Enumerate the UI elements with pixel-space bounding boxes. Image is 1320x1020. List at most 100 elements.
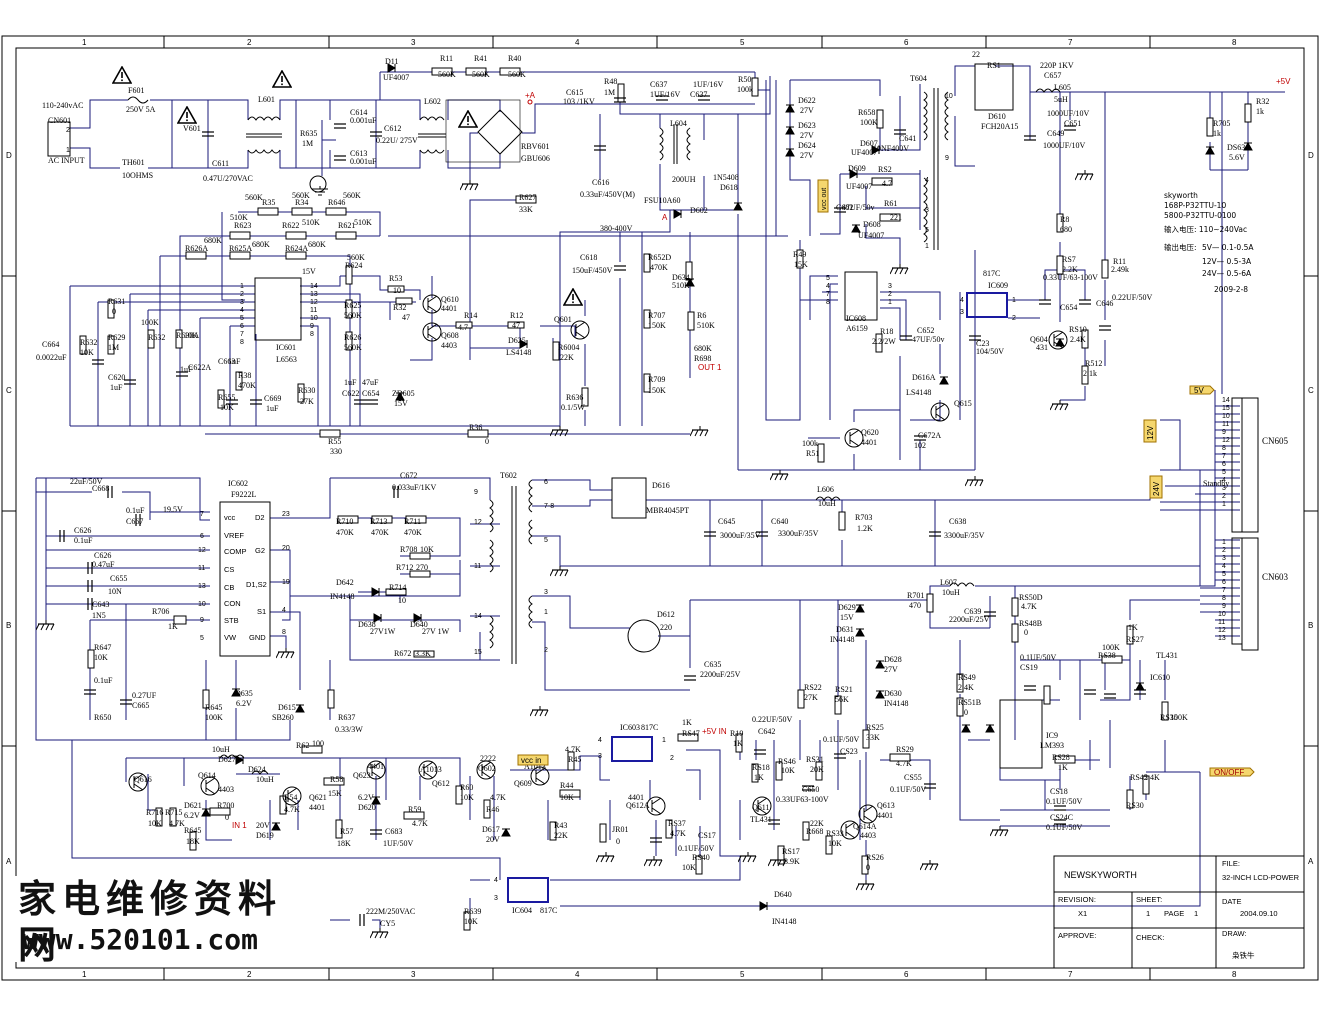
resistor-body	[876, 109, 884, 129]
svg-text:6: 6	[1222, 461, 1226, 468]
component-label: 817C	[983, 269, 1000, 278]
component-label: RS45	[1130, 773, 1148, 782]
component-label: R714	[389, 583, 406, 592]
component-label: R712	[396, 563, 413, 572]
component-label: L605	[1054, 83, 1071, 92]
component-label: V601	[183, 124, 201, 133]
component-label: R11	[440, 54, 453, 63]
watermark: 家电维修资料网 www.520101.com	[8, 876, 286, 967]
transistor-lead	[651, 807, 662, 815]
svg-text:8: 8	[282, 629, 286, 636]
net-tags: 5V 12V 24V ON/OFF vcc in vcc out +5V +5V…	[232, 77, 1291, 830]
component-label: 10uH	[818, 499, 836, 508]
component-label: 15K	[328, 789, 342, 798]
transistor-lead	[481, 771, 492, 779]
resistor-body	[1126, 625, 1134, 645]
component-label: D622	[798, 96, 816, 105]
component-label: 0.033uF/1KV	[392, 483, 436, 492]
component-label: 4403	[860, 831, 876, 840]
component-label: 22uF/50V	[70, 477, 103, 486]
component-label: R655	[218, 393, 235, 402]
svg-text:10: 10	[1218, 611, 1226, 618]
svg-text:13: 13	[310, 291, 318, 298]
title-block-text: NEWSKYWORTH FILE: 32-INCH LCD-POWER REVI…	[1058, 859, 1300, 960]
transistor-body	[1048, 330, 1068, 350]
component-label: C622A	[188, 363, 211, 372]
diode-symbol	[875, 689, 885, 699]
component-label: R624A	[285, 244, 308, 253]
component-label: 15V	[302, 267, 316, 276]
component-label: 10uH	[942, 588, 960, 597]
component-label: 102	[914, 441, 926, 450]
svg-text:11: 11	[310, 307, 317, 314]
component-label: Q620	[861, 428, 879, 437]
svg-text:5: 5	[240, 315, 244, 322]
svg-text:8: 8	[1222, 595, 1226, 602]
component-label: 6.2V	[358, 793, 374, 802]
component-label: 150K	[648, 321, 666, 330]
component-label: 0.22UF/50V	[752, 715, 792, 724]
transistor-body	[282, 786, 302, 806]
component-label: 0	[616, 837, 620, 846]
component-label: 1uF	[266, 404, 279, 413]
component-label: 680	[1060, 225, 1072, 234]
transistor-lead	[757, 797, 768, 805]
component-label: RS22	[804, 683, 822, 692]
component-label: C654	[1060, 303, 1077, 312]
resistor-body	[751, 763, 759, 783]
component-label: 817C	[641, 723, 658, 732]
resistor-body	[1142, 775, 1150, 795]
component-label: F9222L	[231, 490, 256, 499]
zone-row-label-left: C	[6, 386, 12, 395]
component-label: R624	[345, 261, 362, 270]
component-label: C645	[718, 517, 735, 526]
component-label: RS50D	[1019, 593, 1043, 602]
component-label: D621	[184, 801, 202, 810]
component-label: 18K	[337, 839, 351, 848]
component-label: RS17	[782, 847, 800, 856]
component-label: C626	[74, 526, 91, 535]
svg-text:20: 20	[282, 545, 290, 552]
resistor-body	[956, 697, 964, 717]
diode-symbol	[295, 703, 305, 713]
resistor-body	[185, 251, 207, 260]
component-label: RS27	[1126, 635, 1144, 644]
component-label: D624	[248, 765, 266, 774]
component-label: D628	[884, 655, 902, 664]
diode-symbol	[855, 627, 865, 637]
component-label: C649	[1047, 129, 1064, 138]
transistor-lead	[205, 777, 216, 785]
resistor-body	[107, 299, 115, 319]
component-label: 2.2/2W	[872, 337, 896, 346]
component-label: D610	[988, 112, 1006, 121]
component-label: R19	[730, 729, 743, 738]
component-label: C637	[690, 90, 707, 99]
resistor-body	[189, 831, 197, 851]
diode-symbol	[849, 169, 859, 179]
component-label: SB260	[272, 713, 294, 722]
component-label: 4.7K	[284, 805, 300, 814]
resistor-body	[617, 83, 625, 103]
component-label: C655	[110, 574, 127, 583]
component-label: R8	[1060, 215, 1069, 224]
component-label: 27K	[804, 693, 818, 702]
component-label: R645	[205, 703, 222, 712]
component-label: 15K	[794, 260, 808, 269]
component-label: D617	[482, 825, 500, 834]
component-label: 100K	[141, 318, 159, 327]
zone-ruler	[2, 36, 1318, 980]
svg-text:1: 1	[662, 737, 666, 744]
resistor-body	[285, 251, 307, 260]
resistor-body	[825, 835, 833, 855]
component-label: R11	[1113, 257, 1126, 266]
note-date: 2009-2-8	[1214, 285, 1248, 294]
transistor-body	[570, 320, 590, 340]
svg-text:3: 3	[544, 589, 548, 596]
transistor-body	[422, 322, 442, 342]
svg-text:6: 6	[200, 533, 204, 540]
zone-col-label-bottom: 1	[82, 970, 87, 979]
component-label: 0.27UF	[132, 691, 157, 700]
component-label: R672	[394, 649, 411, 658]
svg-text:13: 13	[198, 583, 206, 590]
